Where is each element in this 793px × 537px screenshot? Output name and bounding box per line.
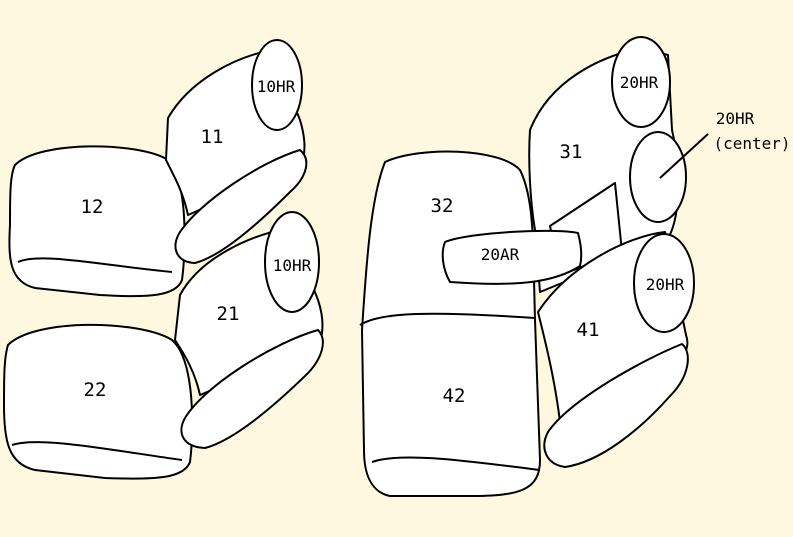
label-11: 11: [201, 126, 224, 148]
label-21: 21: [217, 303, 240, 325]
side-panel-21: [180, 329, 324, 449]
right-bench-seat: 32 42 31 41 20AR 20HR 20HR 20HR (center): [359, 36, 791, 497]
label-20ar: 20AR: [481, 245, 520, 264]
leader-line: [659, 133, 709, 179]
label-41: 41: [577, 319, 600, 341]
left-rear-seat: 22 21 10HR: [3, 211, 324, 480]
back-cushion-seam: [359, 312, 536, 326]
cushion-front-line: [11, 441, 183, 461]
label-20hr-top: 20HR: [620, 73, 659, 92]
cushion-front-line: [371, 456, 541, 471]
label-10hr-rear: 10HR: [273, 256, 312, 275]
left-front-seat: 12 11 10HR: [8, 39, 308, 298]
label-42: 42: [443, 385, 466, 407]
headrest-20hr-top: [611, 36, 671, 128]
label-20hr-center: 20HR: [716, 109, 755, 128]
seat-cushion-22: [3, 323, 194, 480]
headrest-20hr-bottom: [633, 233, 695, 333]
headrest-20hr-center: [629, 131, 687, 223]
side-panel-11: [174, 149, 308, 264]
headrest-10hr-front: [251, 39, 303, 131]
armrest-20ar: [441, 229, 583, 285]
seat-cushion-12: [8, 145, 186, 298]
label-22: 22: [84, 379, 107, 401]
label-32: 32: [431, 195, 454, 217]
label-center-note: (center): [713, 134, 790, 153]
label-10hr-front: 10HR: [257, 77, 296, 96]
cushion-front-line: [17, 257, 173, 273]
label-31: 31: [560, 141, 583, 163]
label-12: 12: [81, 196, 104, 218]
side-panel-41: [543, 343, 689, 468]
label-20hr-bottom: 20HR: [646, 275, 685, 294]
headrest-10hr-rear: [264, 211, 320, 313]
